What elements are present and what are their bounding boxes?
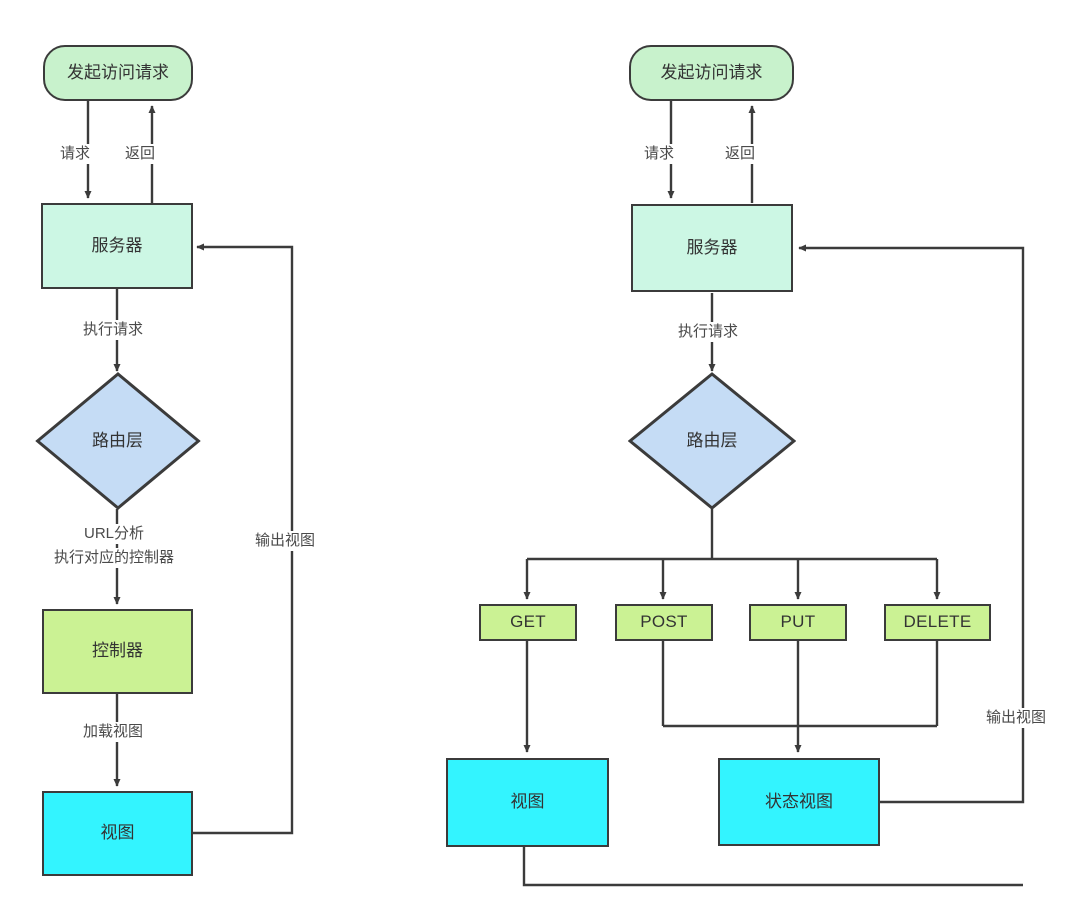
left-view-label: 视图: [100, 823, 135, 843]
right-start-node[interactable]: 发起访问请求: [629, 45, 794, 101]
left-router-label: 路由层: [92, 430, 143, 450]
right-start-label: 发起访问请求: [660, 62, 763, 82]
right-router-node[interactable]: 路由层: [628, 372, 796, 510]
right-status-view-node[interactable]: 状态视图: [718, 758, 880, 846]
left-start-node[interactable]: 发起访问请求: [43, 45, 193, 101]
left-router-node[interactable]: 路由层: [35, 372, 200, 510]
left-edge-label-return: 返回: [122, 144, 159, 165]
right-router-diamond-shape: [628, 372, 796, 510]
left-edge-label-url-analysis: URL分析: [81, 524, 148, 545]
left-edge-label-load-view: 加载视图: [80, 722, 147, 743]
right-server-label: 服务器: [686, 237, 738, 257]
method-node-delete[interactable]: DELETE: [884, 604, 991, 641]
right-server-node[interactable]: 服务器: [631, 204, 793, 292]
method-label-put: PUT: [780, 612, 816, 632]
left-edge-label-request: 请求: [57, 144, 94, 165]
method-node-post[interactable]: POST: [615, 604, 713, 641]
right-edge-label-request: 请求: [641, 144, 678, 165]
method-node-put[interactable]: PUT: [749, 604, 847, 641]
left-start-label: 发起访问请求: [67, 62, 169, 82]
right-view-node[interactable]: 视图: [446, 758, 609, 847]
method-label-post: POST: [640, 612, 688, 632]
left-controller-label: 控制器: [92, 641, 143, 661]
left-router-diamond-shape: [35, 372, 200, 510]
left-controller-node[interactable]: 控制器: [42, 609, 193, 694]
right-router-label: 路由层: [686, 430, 738, 450]
right-edge-label-output-view: 输出视图: [983, 708, 1050, 729]
left-view-node[interactable]: 视图: [42, 791, 193, 876]
left-edge-label-run-controller: 执行对应的控制器: [51, 548, 178, 569]
left-edge-label-execute: 执行请求: [80, 320, 147, 341]
right-view-label: 视图: [510, 792, 545, 812]
method-label-get: GET: [510, 612, 546, 632]
left-edge-label-output-view: 输出视图: [252, 531, 319, 552]
right-status-view-label: 状态视图: [765, 791, 833, 811]
method-node-get[interactable]: GET: [479, 604, 577, 641]
left-server-label: 服务器: [91, 235, 143, 255]
edge-status-view-to-server: [798, 244, 1025, 804]
method-label-delete: DELETE: [903, 612, 972, 632]
edge-right-view-to-server: [522, 847, 1023, 887]
right-edge-label-return: 返回: [722, 144, 759, 165]
left-server-node[interactable]: 服务器: [41, 203, 193, 289]
right-edge-label-execute: 执行请求: [675, 322, 742, 343]
